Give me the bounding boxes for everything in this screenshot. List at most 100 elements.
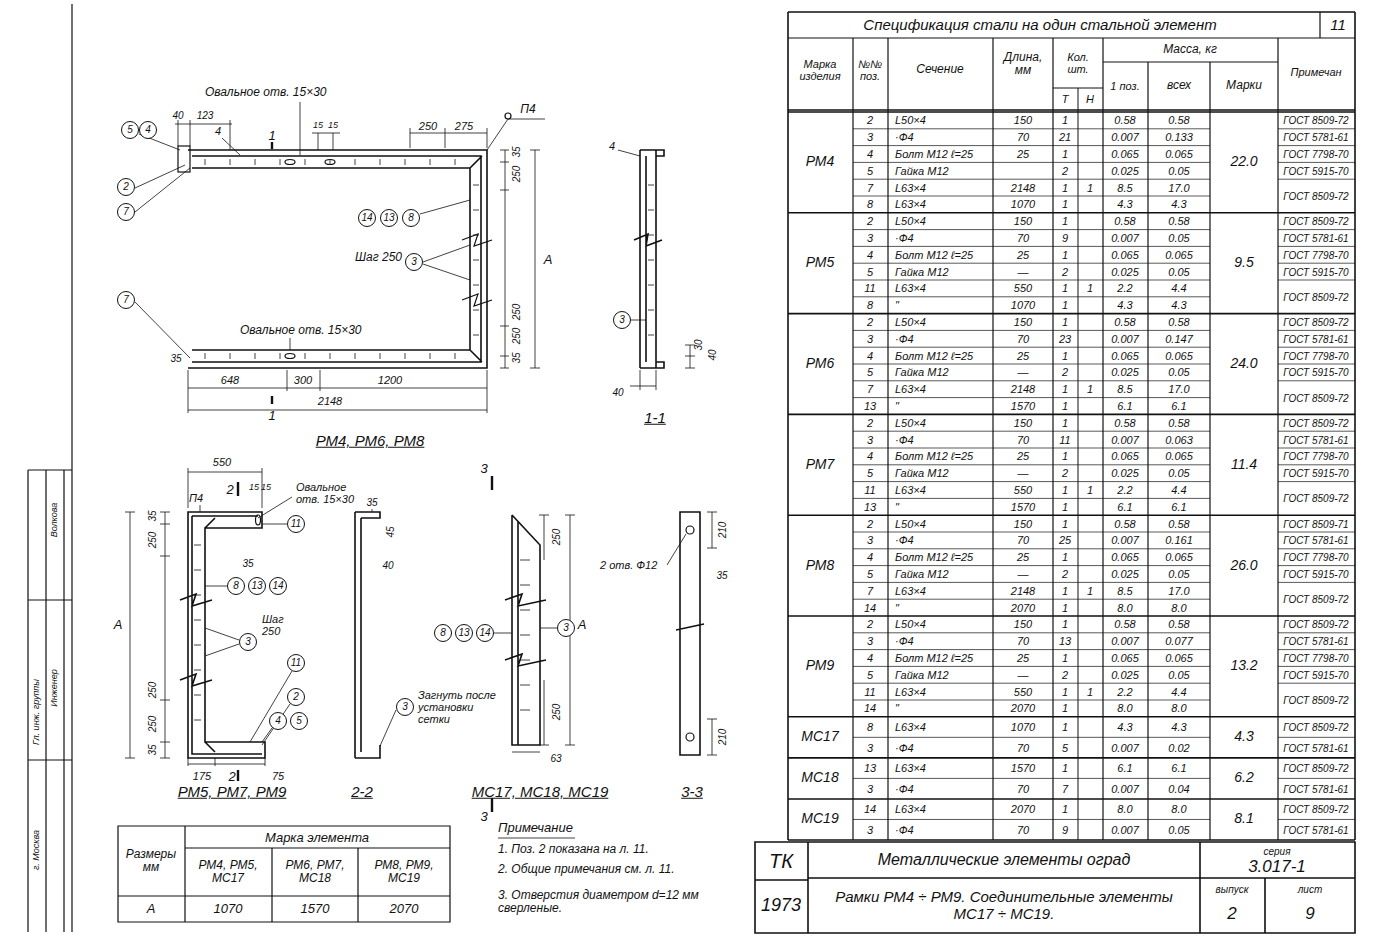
grid-line <box>853 246 1210 247</box>
table-cell: L50×4 <box>895 215 926 227</box>
table-cell: 1570 <box>1011 762 1035 774</box>
grid-line <box>1278 347 1355 348</box>
callout-number: 11 <box>287 515 305 533</box>
grid-line <box>1278 778 1355 779</box>
table-cell: 150 <box>1014 215 1032 227</box>
table-cell: 1 <box>1062 215 1068 227</box>
grid-line <box>1209 62 1210 840</box>
grid-line <box>430 353 431 359</box>
drawing-text: 35 <box>170 353 181 364</box>
grid-line <box>1278 263 1355 264</box>
table-cell: 2.2 <box>1117 282 1132 294</box>
drawing-text: 1 <box>268 409 275 423</box>
table-cell: 4 <box>867 450 873 462</box>
table-cell: — <box>1018 467 1029 479</box>
table-cell: ГОСТ 8509-72 <box>1283 392 1349 403</box>
callout-text: 8 <box>408 213 414 223</box>
stamp-text: Гл. инж. группы <box>32 679 42 745</box>
table-cell: 6.1 <box>1171 400 1186 412</box>
table-cell: L50×4 <box>895 316 926 328</box>
drawing-text: Загнуть после установки сетки <box>418 689 508 725</box>
grid-line <box>520 585 530 586</box>
table-cell: ·Ф4 <box>895 783 914 795</box>
table-cell: 70 <box>1017 742 1029 754</box>
table-cell: 25 <box>1059 534 1071 546</box>
frame-rm5 <box>180 512 265 758</box>
mark-mass: 4.3 <box>1234 730 1253 745</box>
drawing-text: 3 <box>480 462 487 476</box>
stamp-text: Инженер <box>50 669 60 707</box>
table-cell: 0.05 <box>1168 568 1189 580</box>
table-cell: 1 <box>1062 400 1068 412</box>
mark-name: РМ6 <box>806 356 835 371</box>
table-cell: L63×4 <box>895 803 926 815</box>
grid-line <box>1278 565 1355 566</box>
table-cell: 150 <box>1014 618 1032 630</box>
table-cell: 0.065 <box>1165 148 1193 160</box>
grid-line <box>1278 229 1355 230</box>
table-cell: 0.065 <box>1111 148 1139 160</box>
grid-line <box>1278 364 1355 365</box>
table-cell: ГОСТ 8509-72 <box>1283 493 1349 504</box>
table-cell: — <box>1018 669 1029 681</box>
grid-line <box>430 159 431 165</box>
drawing-text: 250 <box>511 304 522 321</box>
table-cell: 1 <box>1062 350 1068 362</box>
table-cell: 0.05 <box>1168 165 1189 177</box>
table-cell: 3 <box>867 232 873 244</box>
table-cell: 4.4 <box>1171 686 1186 698</box>
table-cell: 70 <box>1017 635 1029 647</box>
table-cell: 8.0 <box>1117 602 1132 614</box>
table-cell: 4 <box>867 350 873 362</box>
table-cell: 0.025 <box>1111 266 1139 278</box>
grid-line <box>194 720 201 721</box>
table-header: Н <box>1086 93 1094 105</box>
grid-line <box>230 159 231 165</box>
table-cell: 11 <box>864 282 875 294</box>
title-block-text: лист <box>1298 884 1323 895</box>
grid-line <box>648 285 654 286</box>
callout-text: 13 <box>458 628 469 638</box>
title-block-text: 2 <box>1227 905 1236 924</box>
callout-text: 11 <box>291 519 301 529</box>
table-cell: ГОСТ 5915-70 <box>1283 669 1348 680</box>
mark-name: РМ9 <box>806 659 835 674</box>
mark-name: МС18 <box>801 771 838 786</box>
grid-line <box>1278 632 1355 633</box>
table-cell: 4 <box>867 148 873 160</box>
table-cell: 4.3 <box>1171 198 1186 210</box>
grid-line <box>853 498 1210 499</box>
table-cell: L63×4 <box>895 383 926 395</box>
table-cell: 8.0 <box>1171 702 1186 714</box>
table-cell: 3 <box>867 534 873 546</box>
callout-number: 4 <box>139 121 157 139</box>
drawing-text: А <box>114 618 123 632</box>
drawing-text: 275 <box>455 120 473 132</box>
table-cell: 1070 <box>1011 721 1035 733</box>
table-cell: 8.0 <box>1117 702 1132 714</box>
table-cell: 70 <box>1017 434 1029 446</box>
grid-line <box>853 778 1210 779</box>
table-cell: 0.065 <box>1111 652 1139 664</box>
table-cell: 0.58 <box>1168 316 1189 328</box>
table-cell: ГОСТ 8509-72 <box>1283 216 1348 227</box>
callout-number: 3 <box>613 311 631 329</box>
grid-line <box>853 145 1210 146</box>
title-block-text: 9 <box>1305 905 1314 924</box>
grid-line <box>520 610 530 611</box>
grid-line <box>1278 162 1355 163</box>
table-cell: 11 <box>864 484 875 496</box>
table-cell: 8.5 <box>1117 182 1132 194</box>
table-cell: 0.58 <box>1168 618 1189 630</box>
table-cell: 1 <box>1062 686 1068 698</box>
break-mark <box>462 234 492 306</box>
drawing-text: Шаг 250 <box>355 251 402 264</box>
table-cell: 1 <box>1062 803 1068 815</box>
table-cell: 5 <box>867 669 873 681</box>
table-cell: ГОСТ 8509-72 <box>1283 594 1349 605</box>
callout-text: 13 <box>383 213 394 223</box>
grid-line <box>194 570 201 571</box>
table-cell: 4.3 <box>1117 721 1132 733</box>
grid-line <box>1278 582 1355 583</box>
grid-line <box>788 313 1355 315</box>
